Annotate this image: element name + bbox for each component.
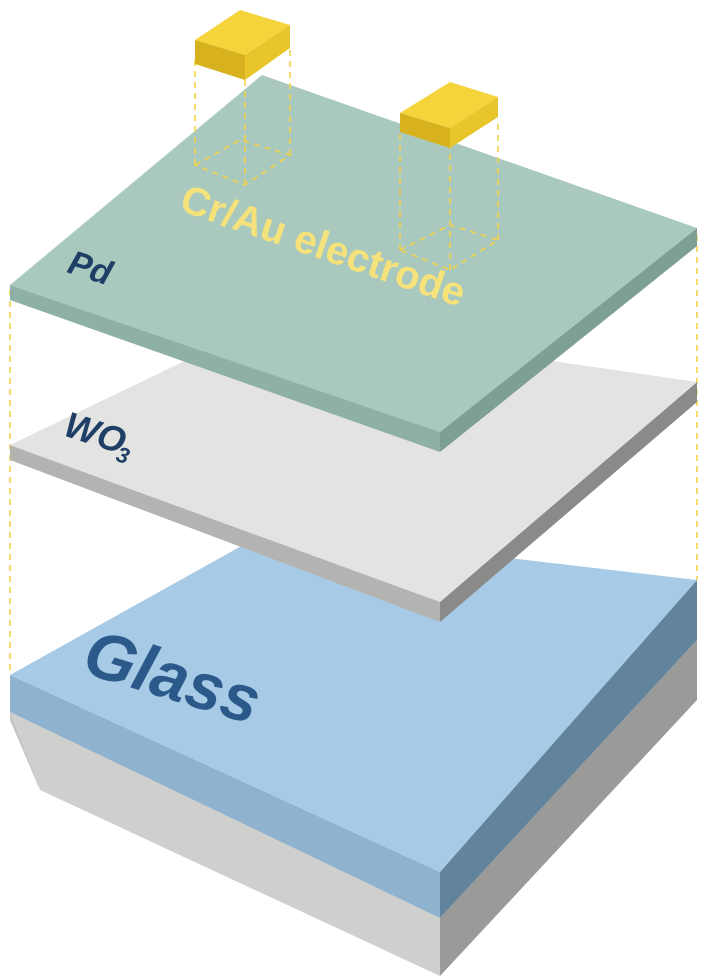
alignment-guides (9, 235, 698, 910)
pd-front-face (10, 285, 440, 452)
electrode-right (400, 82, 498, 148)
wo3-side-face (440, 382, 697, 622)
wo3-layer (10, 320, 697, 622)
electrode-right-side (450, 97, 498, 148)
substrate-left (10, 712, 40, 790)
electrode-left (195, 10, 290, 80)
electrode-left-front (195, 40, 245, 80)
electrode-right-top (400, 82, 498, 128)
glass-top-face (10, 530, 697, 872)
glass-front-face (10, 675, 440, 918)
electrode-right-front (400, 113, 450, 148)
electrode-left-side (245, 25, 290, 80)
pd-top-face (10, 75, 697, 432)
pd-layer (10, 75, 697, 452)
pd-side-face (440, 228, 697, 452)
electrode-footprints (194, 45, 500, 271)
glass-layer (10, 530, 697, 976)
glass-side-face (440, 580, 697, 918)
electrode-left-top (195, 10, 290, 55)
wo3-front-face (10, 445, 440, 622)
substrate-front-face-main (10, 712, 440, 976)
wo3-top-face (10, 320, 697, 602)
substrate-side-face (440, 640, 697, 976)
